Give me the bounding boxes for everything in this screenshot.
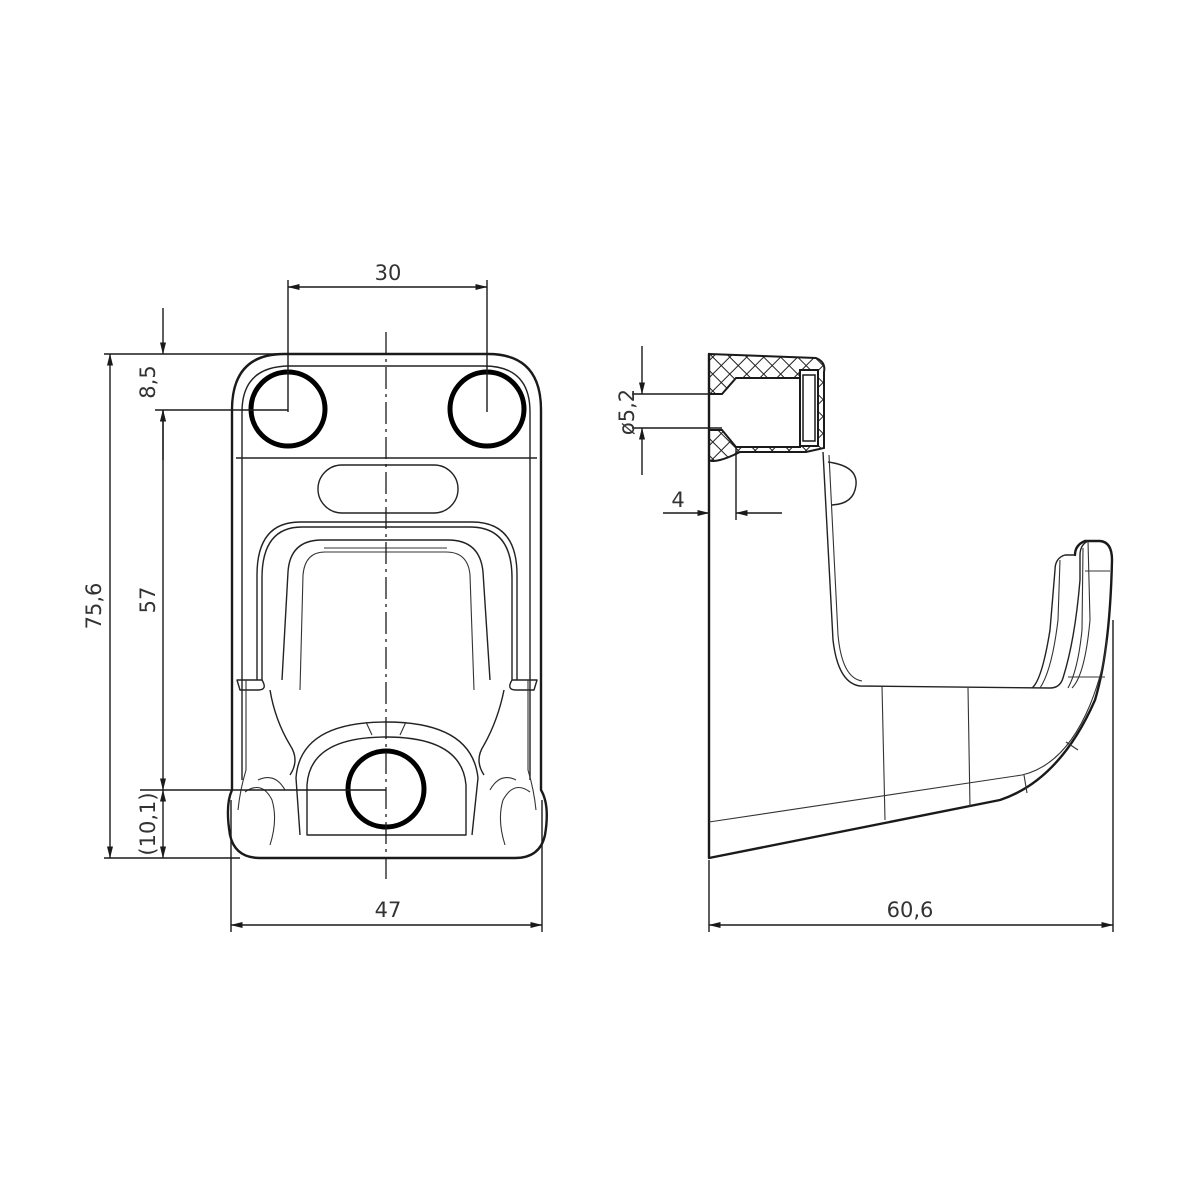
lower-right-curve [478,689,505,776]
hook-tip-lip-inner [1039,559,1061,689]
left-foot-tab [236,679,265,691]
hook-profile-inner-edge [299,551,475,691]
side-view [707,352,1114,860]
dim-overall-width: 47 [375,898,402,922]
dim-bottom-hole-offset: (10,1) [136,792,160,855]
side-view-dimensions: ø5,2 4 60,6 [615,346,1114,932]
insert-slot-inner [802,374,816,442]
dim-hole-spacing: 30 [375,261,402,285]
lower-left-curve [269,689,296,776]
dim-counterbore-depth: 4 [671,488,684,512]
hook-profile-inner [281,539,491,681]
front-view-dimensions: 30 8,5 57 (10,1) 75,6 47 [82,261,543,932]
bottom-saddle-outer [295,721,479,836]
side-body-outline [707,352,1114,860]
dim-overall-depth: 60,6 [887,898,934,922]
hook-arm-outline [822,451,1089,689]
lower-facet-line [708,639,1108,823]
lower-side-lines [237,680,537,811]
dim-hole-to-hole-vertical: 57 [136,587,160,614]
insert-slot [799,369,819,447]
dim-top-hole-offset: 8,5 [136,365,160,398]
hook-tip-edges [1067,540,1091,689]
dim-hole-diameter: ø5,2 [615,389,639,435]
front-view [226,332,548,880]
front-plate-outline [226,352,548,860]
dim-overall-height: 75,6 [82,583,106,630]
corner-fillets [244,777,531,846]
saddle-notch [365,721,407,736]
oval-slot [317,464,459,514]
hook-tip-lip [1031,554,1075,689]
locking-knob [827,461,857,506]
hook-arm-edge [828,454,863,682]
right-foot-tab [509,679,538,691]
hook-profile-outer [256,521,518,680]
